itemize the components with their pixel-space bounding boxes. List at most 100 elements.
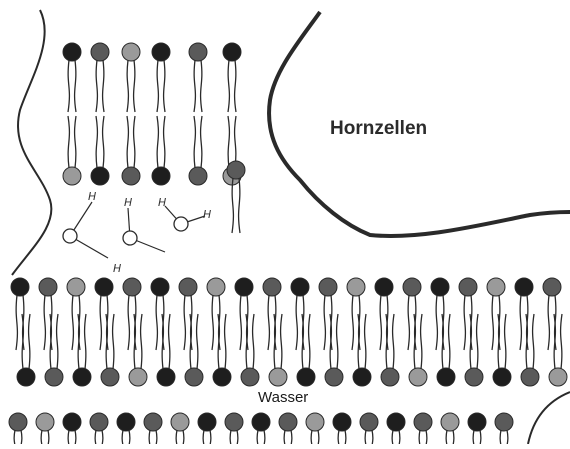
lipid-tail [48,430,49,444]
lipid-tail [352,295,353,350]
lipid-head [487,278,505,296]
lipid-tail [44,295,45,350]
lipid-molecule [291,278,309,350]
lipid-tail [184,295,185,350]
lipid-molecule [39,278,57,350]
lipid-tail [134,60,135,112]
lipid-tail [264,430,265,444]
lipid-tail [201,116,202,168]
lipid-molecule [179,278,197,350]
lipid-tail [284,430,285,444]
lipid-head [11,278,29,296]
lipid-head [360,413,378,431]
lipid-head [39,278,57,296]
lipid-head [227,161,245,179]
lipid-tail [29,314,30,369]
lipid-tail [100,295,101,350]
lipid-head [63,43,81,61]
lipid-head [225,413,243,431]
lipid-tail [85,314,86,369]
lipid-tail [318,430,319,444]
lipid-molecule [235,278,253,350]
lipid-tail [399,430,400,444]
lipid-tail [157,60,158,112]
lipid-tail [201,60,202,112]
lipid-molecule [129,314,147,386]
lipid-tail [408,295,409,350]
main-lipid-bilayer [11,278,567,386]
lipid-head [157,368,175,386]
lipid-head [235,278,253,296]
lipid-head [171,413,189,431]
lipid-tail [473,430,474,444]
lipid-molecule [144,413,162,444]
lipid-head [45,368,63,386]
lipid-tail [183,430,184,444]
h-atom-label: H [113,262,121,275]
lipid-molecule [347,278,365,350]
lipid-head [152,43,170,61]
lipid-tail [281,314,282,369]
lipid-molecule [11,278,29,350]
lipid-head [409,368,427,386]
lipid-tail [449,314,450,369]
lipid-head [263,278,281,296]
lipid-tail [176,430,177,444]
lipid-molecule [189,43,207,112]
lipid-head [198,413,216,431]
lipid-head [297,368,315,386]
left-cell-outline [12,10,51,275]
oxygen-atom [63,229,77,243]
lipid-tail [393,314,394,369]
lipid-tail [95,430,96,444]
lipid-tail [526,314,527,369]
lipid-head [17,368,35,386]
lipid-tail [464,295,465,350]
lipid-tail [228,60,229,112]
lipid-tail [194,116,195,168]
lipid-head [73,368,91,386]
bottom-lipid-row [9,413,513,444]
lipid-tail [421,314,422,369]
lipid-tail [309,314,310,369]
lipid-tail [50,314,51,369]
lipid-tail [477,314,478,369]
lipid-molecule [381,314,399,386]
lipid-tail [75,60,76,112]
lipid-tail [106,314,107,369]
lipid-tail [157,116,158,168]
water-molecules [63,202,205,258]
lipid-molecule [306,413,324,444]
lipid-tail [41,430,42,444]
lipid-tail [203,430,204,444]
lipid-tail [68,60,69,112]
lipid-tail [372,430,373,444]
lipid-molecule [465,314,483,386]
lipid-tail [169,314,170,369]
lipid-head [291,278,309,296]
lipid-molecule [45,314,63,386]
lipid-molecule [549,314,567,386]
lipid-molecule [63,413,81,444]
lipid-tail [113,314,114,369]
lipid-molecule [152,116,170,185]
lipid-head [117,413,135,431]
lipid-molecule [91,116,109,185]
lipid-molecule [151,278,169,350]
lipid-head [493,368,511,386]
oxygen-atom [123,231,137,245]
lipid-head [414,413,432,431]
lipid-molecule [67,278,85,350]
lipid-molecule [431,278,449,350]
lipid-tail [103,60,104,112]
lipid-tail [268,295,269,350]
lipid-head [95,278,113,296]
lipid-molecule [90,413,108,444]
lipid-tail [311,430,312,444]
lipid-molecule [459,278,477,350]
lipid-molecule [73,314,91,386]
lipid-molecule [117,413,135,444]
lipid-tail [230,430,231,444]
lipid-tail [225,314,226,369]
lipid-head [387,413,405,431]
